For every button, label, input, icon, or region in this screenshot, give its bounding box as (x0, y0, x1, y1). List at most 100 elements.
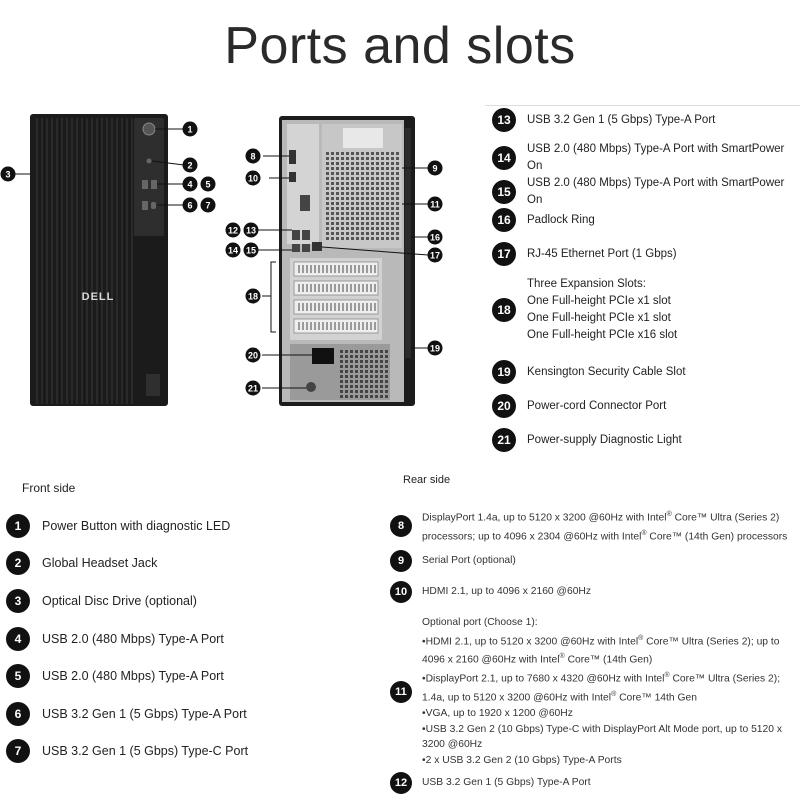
callout-badge: 4 (6, 627, 30, 651)
rear-item-text-line: Serial Port (optional) (422, 555, 516, 567)
callout-marker-1: 1 (182, 121, 198, 137)
rear-item-text-line: •VGA, up to 1920 x 1200 @60Hz (422, 708, 573, 720)
callout-badge: 21 (492, 428, 516, 452)
rear-item-text-line: DisplayPort 1.4a, up to 5120 x 3200 @60H… (422, 511, 780, 524)
callout-marker-label: 16 (430, 233, 440, 243)
callout-text-line: One Full-height PCIe x16 slot (527, 329, 678, 341)
callout-badge: 16 (492, 208, 516, 232)
callout-marker-label: 2 (187, 161, 192, 171)
rear-item-text-line: 3200 @60Hz (422, 739, 483, 751)
rear-item-text-line: USB 3.2 Gen 1 (5 Gbps) Type-A Port (422, 777, 591, 789)
callout-badge: 15 (492, 180, 516, 204)
callout-marker-label: 8 (250, 152, 255, 162)
callout-badge: 5 (6, 664, 30, 688)
callout-marker-label: 10 (248, 174, 258, 184)
callout-marker-label: 15 (246, 246, 256, 256)
front-item-4: 4 USB 2.0 (480 Mbps) Type-A Port (6, 627, 224, 651)
callout-marker-10: 10 (245, 170, 261, 186)
front-tower: DELL (30, 114, 168, 406)
callout-text: USB 3.2 Gen 1 (5 Gbps) Type-A Port (527, 113, 716, 126)
callout-marker-label: 14 (228, 246, 238, 256)
rear-item-text: HDMI 2.1, up to 4096 x 2160 @60Hz (422, 584, 591, 600)
rear-item-text: USB 3.2 Gen 1 (5 Gbps) Type-A Port (422, 775, 591, 791)
rear-item-text-line: •HDMI 2.1, up to 5120 x 3200 @60Hz with … (422, 634, 780, 647)
callout-badge: 17 (492, 242, 516, 266)
callout-badge: 10 (390, 581, 412, 603)
rear-item-11: 11 Optional port (Choose 1):•HDMI 2.1, up… (390, 615, 782, 768)
callout-marker-5: 5 (200, 176, 216, 192)
callout-marker-21: 21 (245, 380, 261, 396)
callout-marker-3: 3 (0, 166, 16, 182)
callout-marker-17: 17 (427, 247, 443, 263)
callout-marker-7: 7 (200, 197, 216, 213)
rear-item-text-line: processors; up to 4096 x 2304 @60Hz with… (422, 529, 788, 543)
callout-marker-label: 18 (248, 292, 258, 302)
rear-item-text: DisplayPort 1.4a, up to 5120 x 3200 @60H… (422, 507, 787, 545)
list-divider (485, 105, 800, 106)
callout-badge: 12 (390, 772, 412, 794)
callout-badge: 20 (492, 394, 516, 418)
callout-marker-9: 9 (427, 160, 443, 176)
callout-badge: 6 (6, 702, 30, 726)
front-item-5: 5 USB 2.0 (480 Mbps) Type-A Port (6, 664, 224, 688)
callout-marker-19: 19 (427, 340, 443, 356)
callout-row-20: 20 Power-cord Connector Port (492, 394, 666, 418)
front-item-1: 1 Power Button with diagnostic LED (6, 514, 230, 538)
callout-marker-label: 13 (246, 226, 256, 236)
callout-row-21: 21 Power-supply Diagnostic Light (492, 428, 682, 452)
callout-text: USB 2.0 (480 Mbps) Type-A Port with Smar… (527, 143, 785, 172)
rear-item-text: Serial Port (optional) (422, 553, 516, 569)
rear-item-12: 12 USB 3.2 Gen 1 (5 Gbps) Type-A Port (390, 772, 591, 794)
rear-item-text-line: 1.4a, up to 5120 x 3200 @60Hz with Intel… (422, 691, 697, 704)
front-item-text: Power Button with diagnostic LED (42, 519, 231, 533)
callout-badge: 3 (6, 589, 30, 613)
callout-marker-2: 2 (182, 157, 198, 173)
rear-item-text-line: 4096 x 2160 @60Hz with Intel® Core™ (14t… (422, 653, 653, 666)
callout-badge: 13 (492, 108, 516, 132)
callout-badge: 7 (6, 739, 30, 763)
callout-text: Power-supply Diagnostic Light (527, 433, 682, 446)
callout-marker-6: 6 (182, 197, 198, 213)
callout-marker-14: 14 (225, 242, 241, 258)
callout-marker-18: 18 (245, 288, 261, 304)
callout-marker-20: 20 (245, 347, 261, 363)
front-item-text: USB 3.2 Gen 1 (5 Gbps) Type-C Port (42, 744, 249, 758)
rear-item-text: Optional port (Choose 1):•HDMI 2.1, up t… (422, 615, 782, 768)
rear-item-text-line: •2 x USB 3.2 Gen 2 (10 Gbps) Type-A Port… (422, 754, 622, 766)
callout-text: Kensington Security Cable Slot (527, 365, 686, 378)
callout-marker-label: 21 (248, 384, 258, 394)
callout-marker-label: 17 (430, 251, 440, 261)
front-item-text: Global Headset Jack (42, 556, 158, 570)
dell-logo: DELL (82, 291, 115, 303)
callout-text: RJ-45 Ethernet Port (1 Gbps) (527, 247, 677, 260)
rear-item-text-line: HDMI 2.1, up to 4096 x 2160 @60Hz (422, 586, 592, 598)
front-item-text: USB 2.0 (480 Mbps) Type-A Port (42, 632, 224, 646)
callout-badge: 1 (6, 514, 30, 538)
front-side-heading: Front side (22, 481, 76, 495)
callout-marker-label: 4 (187, 180, 192, 190)
callout-text: Padlock Ring (527, 213, 595, 226)
callout-badge: 8 (390, 514, 412, 537)
callout-badge: 14 (492, 146, 516, 170)
page-title: Ports and slots (224, 17, 576, 75)
callout-marker-13: 13 (243, 222, 259, 238)
callout-text: Three Expansion Slots:One Full-height PC… (527, 276, 677, 344)
callout-row-16: 16 Padlock Ring (492, 208, 595, 232)
callout-marker-label: 9 (432, 164, 437, 174)
callout-text: Power-cord Connector Port (527, 399, 667, 412)
callout-text-line: One Full-height PCIe x1 slot (527, 295, 671, 307)
callout-badge: 11 (390, 680, 412, 703)
callout-row-14: 14 USB 2.0 (480 Mbps) Type-A Port with Sm… (492, 141, 800, 175)
callout-marker-label: 3 (5, 170, 10, 180)
callout-marker-label: 5 (205, 180, 210, 190)
front-item-text: USB 2.0 (480 Mbps) Type-A Port (42, 669, 224, 683)
rear-side-heading: Rear side (403, 474, 451, 486)
callout-marker-8: 8 (245, 148, 261, 164)
callout-row-13: 13 USB 3.2 Gen 1 (5 Gbps) Type-A Port (492, 108, 715, 132)
